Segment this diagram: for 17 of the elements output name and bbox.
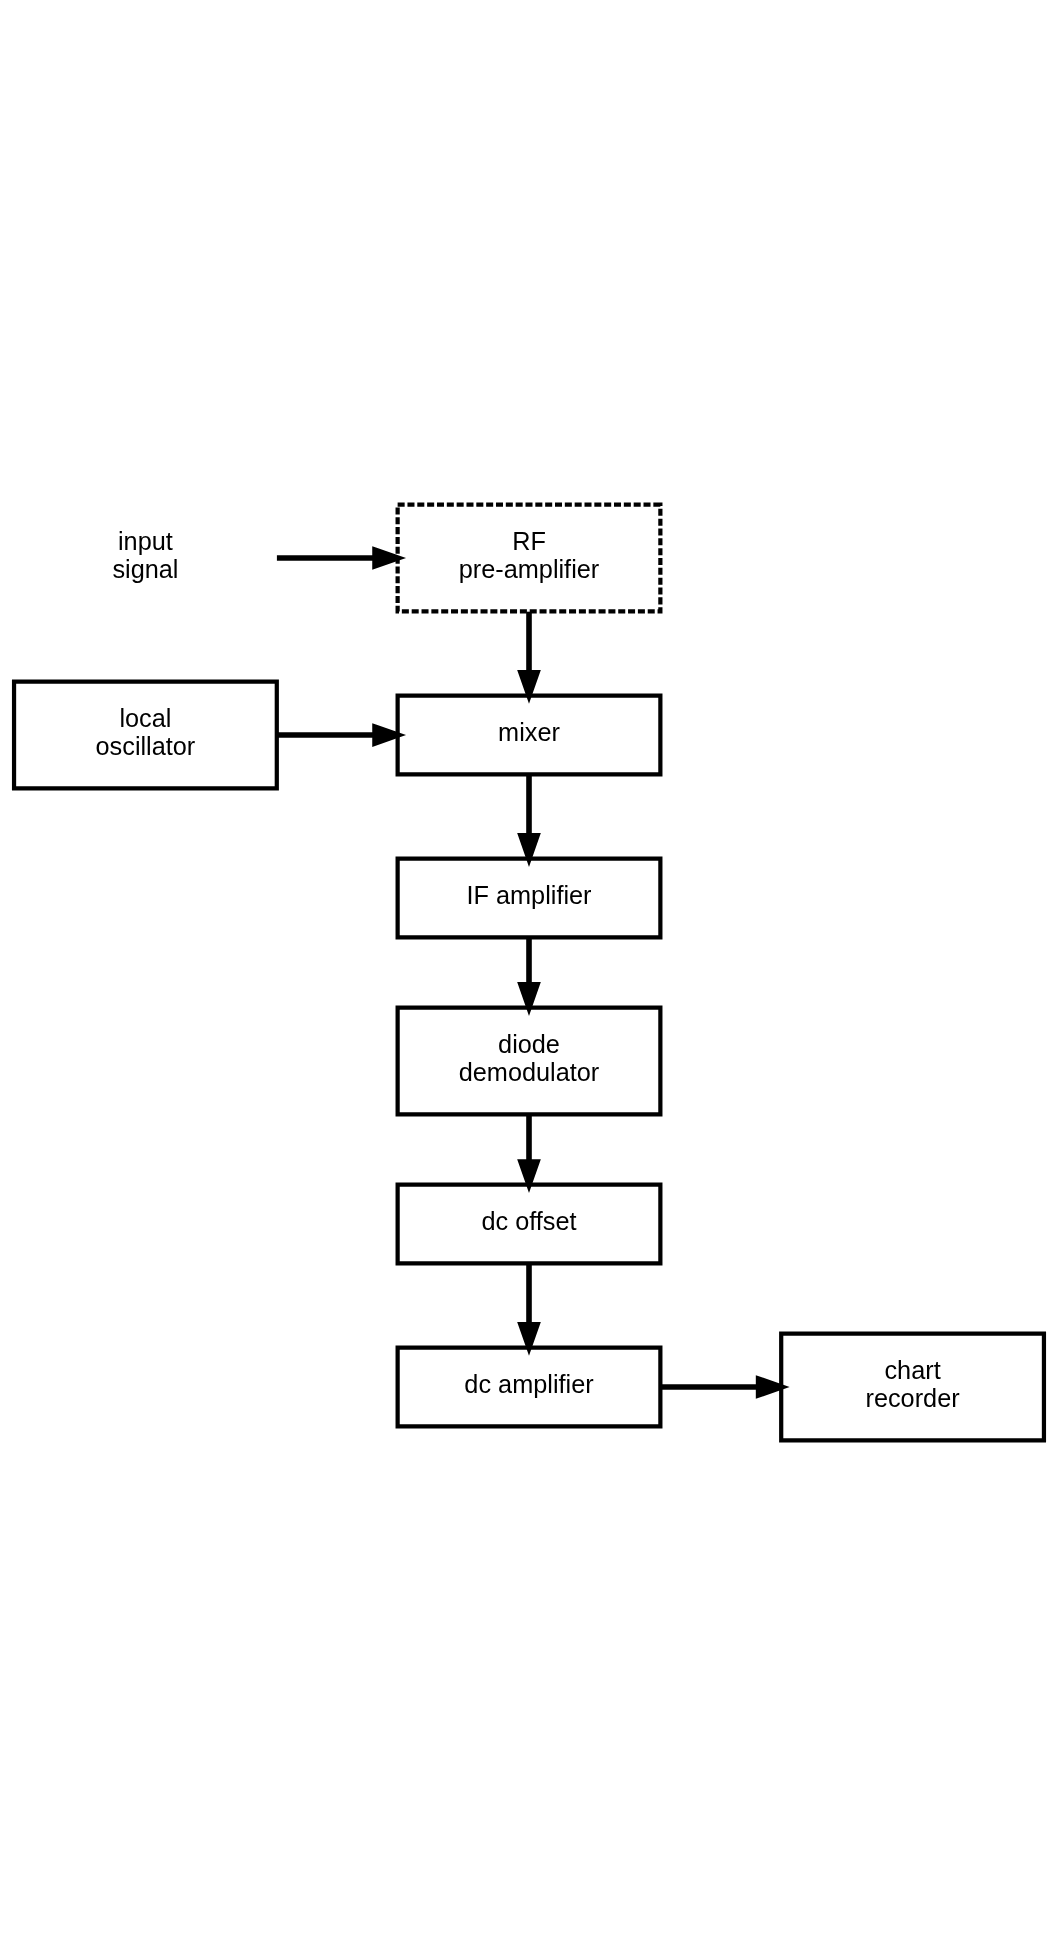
node-box: diode demodulator — [395, 1005, 663, 1116]
arrow — [517, 1113, 541, 1193]
node-box: chart recorder — [779, 1331, 1047, 1442]
node-box: local oscillator — [11, 679, 279, 791]
arrow — [517, 936, 541, 1016]
node-box: dc amplifier — [395, 1345, 663, 1428]
arrow — [517, 773, 541, 867]
arrow — [276, 722, 407, 747]
node-box: IF amplifier — [395, 856, 663, 939]
node-text: input signal — [112, 526, 179, 583]
node-box: mixer — [395, 693, 663, 776]
arrow — [660, 1374, 790, 1399]
arrow — [517, 611, 541, 704]
arrow — [517, 1262, 541, 1356]
node-box: dc offset — [395, 1182, 663, 1265]
node-box: RF pre-amplifier — [395, 502, 663, 613]
arrow — [276, 545, 407, 570]
